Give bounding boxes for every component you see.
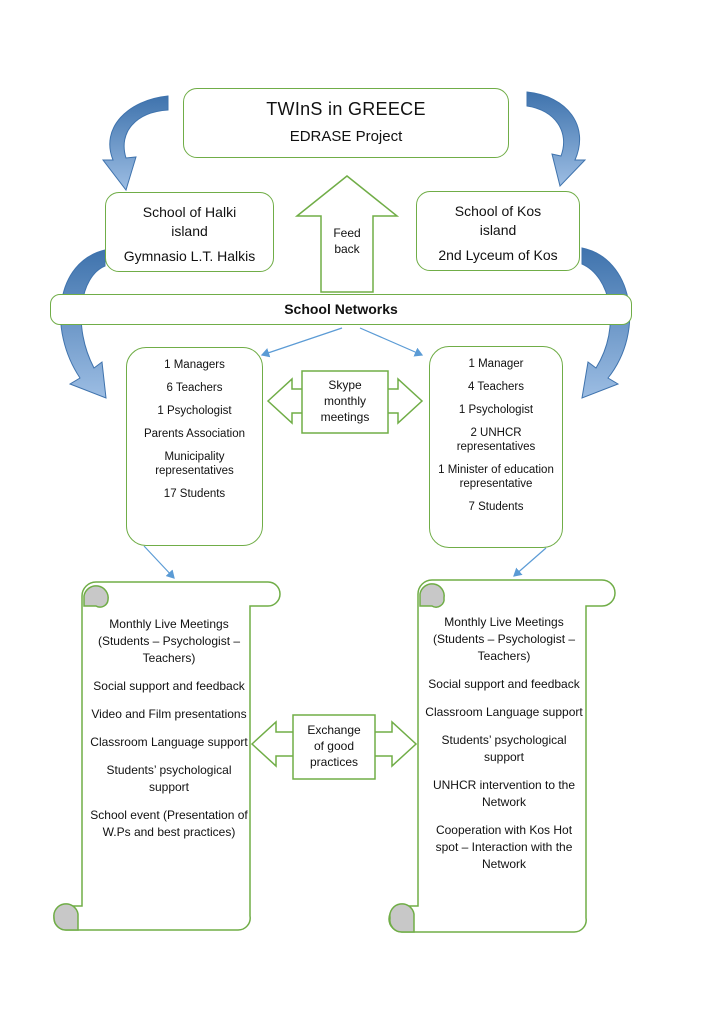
skype-double-arrow [266,370,424,434]
curved-arrow-top-left [101,95,169,192]
school-halki-name: School of Halki [142,204,237,220]
right-scroll [388,579,616,933]
member-item: 1 Manager [468,358,524,370]
activity-item: Monthly Live Meetings (Students – Psycho… [97,617,241,665]
curved-arrow-left [60,249,107,399]
exchange-label-line1: Exchange [307,723,361,737]
skype-label-line2: monthly [323,394,367,408]
school-halki-box: School of Halki island Gymnasio L.T. Hal… [105,192,274,272]
member-item: 6 Teachers [166,382,223,394]
activity-item: Social support and feedback [93,679,245,693]
exchange-label-line2: of good [313,739,355,753]
member-item: 1 Minister of education representative [438,464,554,490]
school-kos-institution: 2nd Lyceum of Kos [438,247,558,263]
member-item: 1 Psychologist [458,404,534,416]
activity-item: UNHCR intervention to the Network [432,778,576,809]
member-item: 7 Students [468,501,524,513]
exchange-double-arrow [250,714,418,780]
project-title-box: TWInS in GREECE EDRASE Project [183,88,509,158]
feedback-label-line1: Feed [333,226,361,240]
project-subtitle: EDRASE Project [289,128,403,145]
member-item: 2 UNHCR representatives [456,427,536,453]
project-title: TWInS in GREECE [266,99,426,119]
school-halki-island: island [171,223,208,239]
activity-item: Classroom Language support [90,735,248,749]
halki-members-box: 1 Managers 6 Teachers 1 Psychologist Par… [126,347,263,546]
skype-meetings-label: Skype monthly meetings [300,377,390,425]
member-item: 4 Teachers [467,381,525,393]
feedback-up-arrow [294,175,400,293]
activity-item: School event (Presentation of W.Ps and b… [90,808,248,839]
school-kos-box: School of Kos island 2nd Lyceum of Kos [416,191,580,271]
school-kos-name: School of Kos [454,203,542,219]
member-item: 1 Managers [164,359,225,371]
halki-activities-list: Monthly Live Meetings (Students – Psycho… [86,616,252,852]
kos-activities-list: Monthly Live Meetings (Students – Psycho… [424,614,584,884]
activity-item: Monthly Live Meetings (Students – Psycho… [432,615,576,663]
skype-label-line3: meetings [320,410,370,424]
left-scroll [53,581,281,931]
member-item: Parents Association [143,428,245,440]
skype-label-line1: Skype [328,378,362,392]
school-networks-bar: School Networks [50,294,632,325]
exchange-practices-label: Exchange of good practices [294,722,374,770]
connector-networks-left [260,327,343,358]
activity-item: Cooperation with Kos Hot spot – Interact… [435,823,573,871]
school-halki-institution: Gymnasio L.T. Halkis [123,248,256,264]
connector-networks-right [359,327,424,357]
kos-members-box: 1 Manager 4 Teachers 1 Psychologist 2 UN… [429,346,563,548]
curved-arrow-top-right [526,91,587,187]
activity-item: Students’ psychological support [441,733,567,764]
member-item: 1 Psychologist [157,405,232,417]
activity-item: Social support and feedback [428,677,580,691]
curved-arrow-right [581,247,631,399]
activity-item: Students’ psychological support [106,763,232,794]
exchange-label-line3: practices [309,755,359,769]
member-item: 17 Students [163,488,226,500]
activity-item: Classroom Language support [425,705,583,719]
connector-right-members-scroll [513,547,547,577]
activity-item: Video and Film presentations [91,707,247,721]
feedback-label: Feed back [322,225,372,257]
connector-left-members-scroll [143,545,175,579]
member-item: Municipality representatives [155,451,234,477]
feedback-label-line2: back [334,242,360,256]
school-kos-island: island [479,222,517,238]
